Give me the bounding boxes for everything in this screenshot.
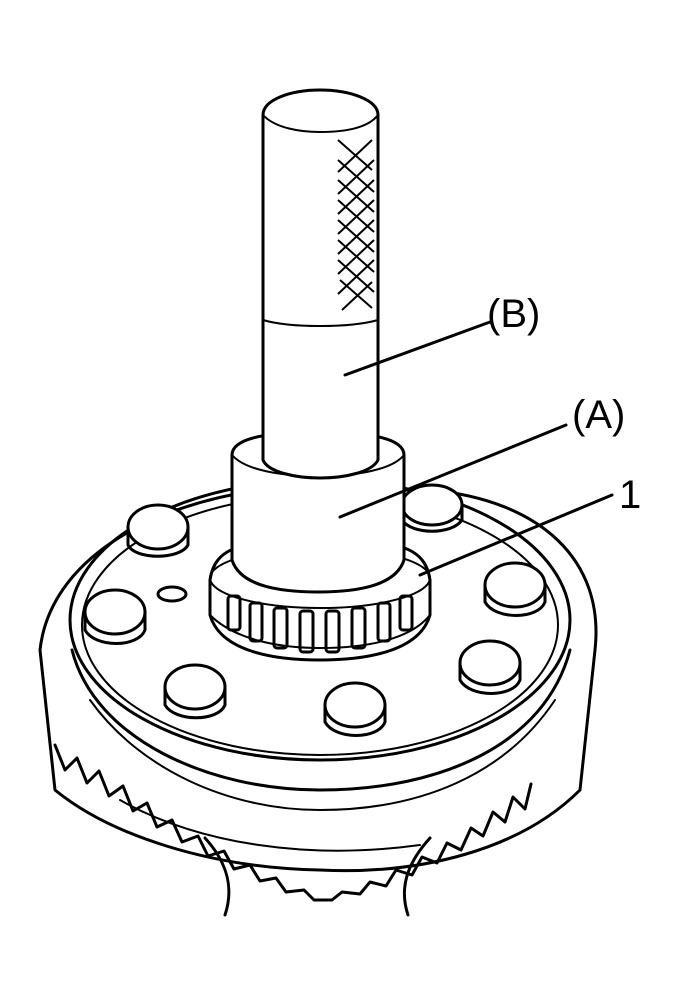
- leader-1: [418, 493, 614, 577]
- leader-lines: [338, 320, 614, 577]
- leader-b: [343, 320, 492, 377]
- gear-teeth: [53, 743, 533, 902]
- handle-b: [261, 88, 380, 480]
- callout-1: 1: [619, 473, 641, 517]
- callout-b: (B): [487, 292, 540, 336]
- bolt-heads: [83, 483, 547, 737]
- bolt-head: [400, 483, 464, 533]
- bolt-head: [458, 639, 522, 695]
- bolt-head: [483, 561, 547, 617]
- bolt-head: [163, 663, 227, 720]
- ring-gear: [38, 478, 598, 917]
- bolt-head: [323, 681, 387, 737]
- knurled-grip: [337, 139, 375, 311]
- bearing-rollers: [226, 594, 414, 654]
- callout-a: (A): [572, 393, 625, 437]
- hole: [156, 585, 188, 603]
- leader-a: [338, 423, 568, 519]
- bolt-head: [83, 588, 147, 645]
- bolt-head: [126, 503, 190, 558]
